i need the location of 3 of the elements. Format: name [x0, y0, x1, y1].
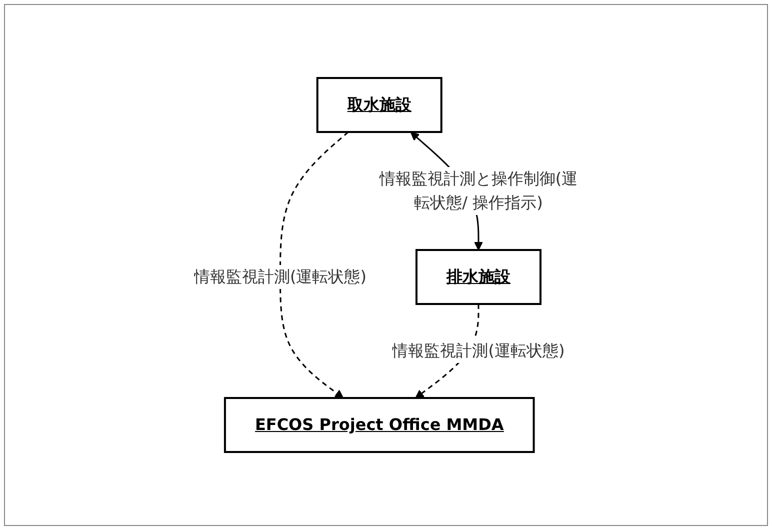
arrow — [279, 131, 348, 398]
node-box: EFCOS Project Office MMDA — [224, 397, 535, 453]
edge-label: 情報監視計測と操作制御(運転状態/ 操作指示) — [379, 169, 578, 212]
